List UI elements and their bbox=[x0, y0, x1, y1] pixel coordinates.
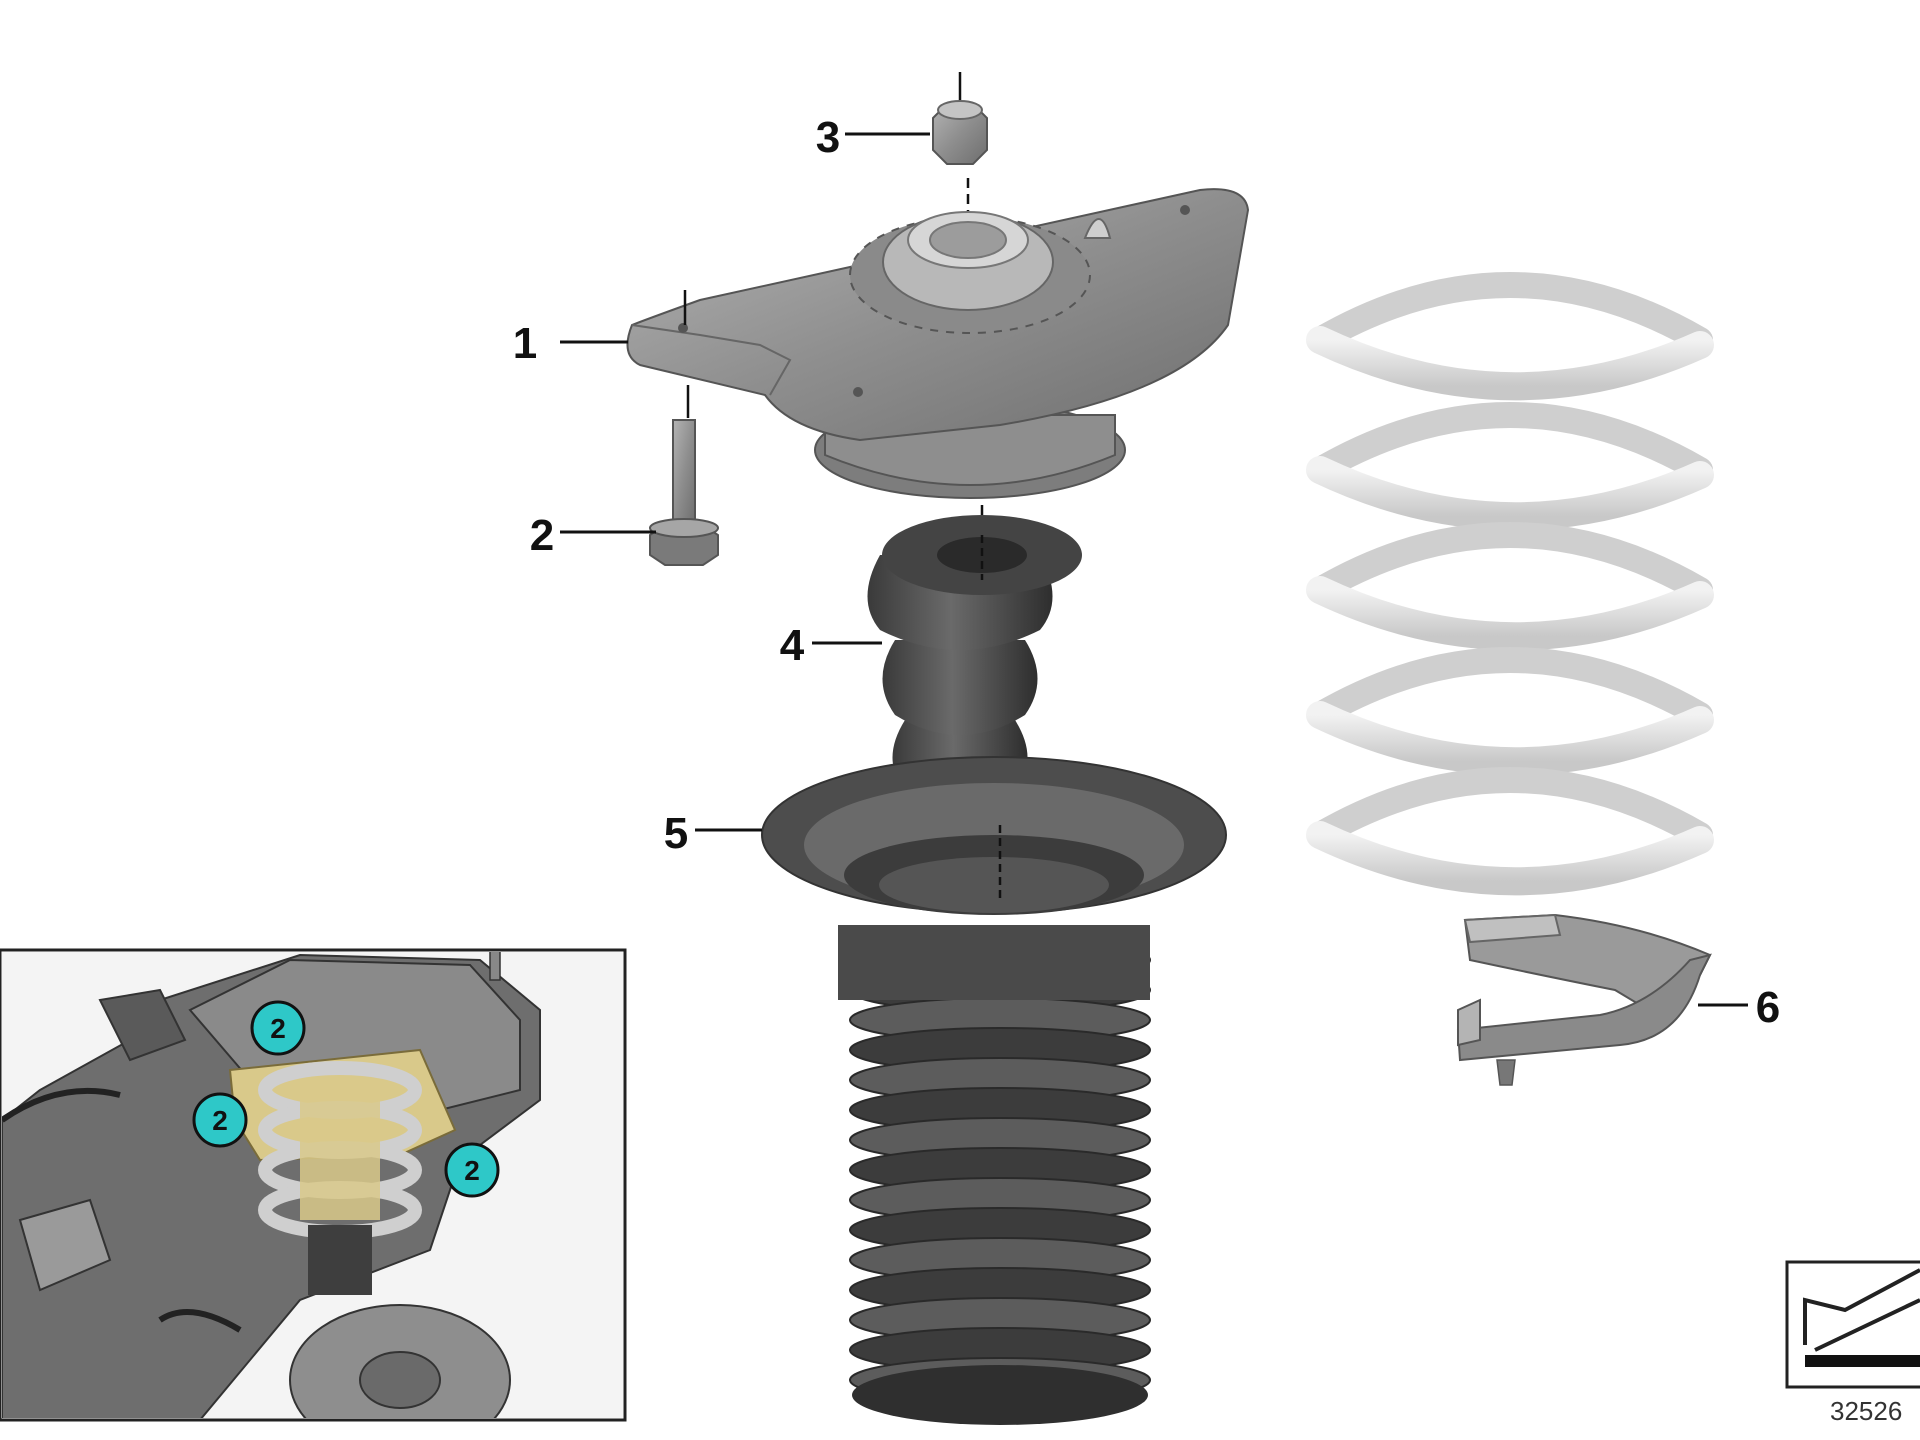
inset-spring bbox=[258, 1061, 422, 1239]
callout-5: 5 bbox=[664, 809, 762, 858]
hex-bolt-part bbox=[649, 419, 719, 566]
doc-number: 32526 bbox=[1830, 1396, 1902, 1426]
spring-turn-back bbox=[1307, 767, 1713, 848]
coil-spring-part bbox=[1306, 272, 1714, 896]
spring-turn-back bbox=[1307, 647, 1713, 728]
bellows-ribs bbox=[849, 937, 1151, 1425]
inset-marker-2: 2 bbox=[192, 1092, 248, 1148]
support-bearing-part bbox=[626, 188, 1250, 575]
spring-turn-front bbox=[1306, 576, 1714, 651]
spring-turn-front bbox=[1306, 701, 1714, 776]
inset-marker-1-label: 2 bbox=[270, 1013, 286, 1044]
hex-nut-part bbox=[932, 72, 988, 265]
protection-tube-part bbox=[761, 756, 1227, 1425]
orientation-symbol bbox=[1785, 1260, 1920, 1389]
callout-6-label: 6 bbox=[1756, 983, 1780, 1032]
callout-2: 2 bbox=[530, 511, 656, 560]
callout-3: 3 bbox=[816, 113, 930, 162]
callout-4: 4 bbox=[780, 621, 882, 670]
callout-3-label: 3 bbox=[816, 113, 840, 162]
bellows-base bbox=[852, 1365, 1148, 1425]
callout-5-label: 5 bbox=[664, 809, 688, 858]
spring-pad-part bbox=[1456, 913, 1712, 1086]
spring-turn-front bbox=[1306, 456, 1714, 531]
spring-turn-back bbox=[1307, 272, 1713, 353]
inset-marker-3-label: 2 bbox=[464, 1155, 480, 1186]
inset-marker-3: 2 bbox=[444, 1142, 500, 1198]
callout-4-label: 4 bbox=[780, 621, 805, 670]
spring-turn-front bbox=[1306, 821, 1714, 896]
spring-turn-back bbox=[1307, 402, 1713, 483]
callout-1: 1 bbox=[513, 319, 628, 368]
inset-marker-2-label: 2 bbox=[212, 1105, 228, 1136]
callout-2-label: 2 bbox=[530, 511, 554, 560]
spring-turn-back bbox=[1307, 522, 1713, 603]
callout-6: 6 bbox=[1698, 983, 1780, 1032]
callout-1-label: 1 bbox=[513, 319, 537, 368]
spring-turn-front bbox=[1306, 326, 1714, 401]
installation-inset: 2 2 2 bbox=[0, 948, 627, 1422]
inset-marker-1: 2 bbox=[250, 1000, 306, 1056]
